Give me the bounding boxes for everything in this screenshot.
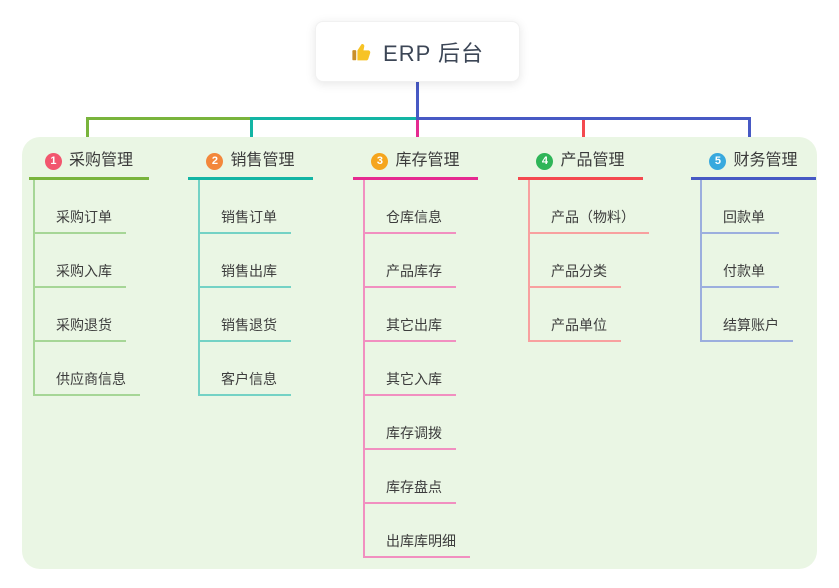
child-label: 产品库存 [386, 263, 442, 280]
child-label: 客户信息 [221, 371, 277, 388]
child-node[interactable]: 销售出库 [200, 234, 291, 288]
branch-title: 销售管理 [230, 152, 295, 169]
child-node[interactable]: 库存调拨 [365, 396, 456, 450]
child-node[interactable]: 产品库存 [365, 234, 456, 288]
child-label: 销售出库 [221, 263, 277, 280]
root-connector-line [416, 82, 419, 120]
drop-line-finance [748, 117, 751, 146]
child-label: 仓库信息 [386, 209, 442, 226]
badge-5: 5 [709, 152, 727, 170]
child-node[interactable]: 产品单位 [530, 288, 621, 342]
branch-children: 采购订单 采购入库 采购退货 供应商信息 [33, 180, 140, 396]
branch-node-finance[interactable]: 5 财务管理 [691, 150, 816, 180]
child-node[interactable]: 采购订单 [35, 180, 126, 234]
child-label: 采购退货 [56, 317, 112, 334]
branch-title: 财务管理 [733, 152, 798, 169]
child-node[interactable]: 其它出库 [365, 288, 456, 342]
child-label: 库存盘点 [386, 479, 442, 496]
child-label: 结算账户 [723, 317, 779, 334]
branch-children: 销售订单 销售出库 销售退货 客户信息 [198, 180, 291, 396]
drop-line-inventory [416, 120, 419, 146]
child-label: 库存调拨 [386, 425, 442, 442]
child-node[interactable]: 回款单 [702, 180, 779, 234]
branch-children: 回款单 付款单 结算账户 [700, 180, 793, 342]
branch-node-purchase[interactable]: 1 采购管理 [29, 150, 149, 180]
child-label: 供应商信息 [56, 371, 126, 388]
branch-title: 库存管理 [395, 152, 460, 169]
thumbs-up-icon [351, 41, 373, 63]
child-node[interactable]: 采购入库 [35, 234, 126, 288]
child-label: 产品（物料） [551, 209, 635, 226]
branch-sales: 2 销售管理 销售订单 销售出库 销售退货 客户信息 [188, 150, 313, 396]
child-label: 其它出库 [386, 317, 442, 334]
badge-1: 1 [44, 152, 62, 170]
root-node[interactable]: ERP 后台 [315, 21, 520, 82]
branch-children: 仓库信息 产品库存 其它出库 其它入库 库存调拨 库存盘点 出库库明细 [363, 180, 470, 558]
child-node[interactable]: 付款单 [702, 234, 779, 288]
branch-children: 产品（物料） 产品分类 产品单位 [528, 180, 649, 342]
child-label: 出库库明细 [386, 533, 456, 550]
child-node[interactable]: 产品（物料） [530, 180, 649, 234]
bus-line-finance [416, 117, 751, 120]
mindmap-panel [22, 137, 817, 569]
child-label: 销售订单 [221, 209, 277, 226]
child-node[interactable]: 出库库明细 [365, 504, 470, 558]
branch-title: 采购管理 [68, 152, 133, 169]
drop-line-purchase [86, 117, 89, 146]
branch-node-sales[interactable]: 2 销售管理 [188, 150, 313, 180]
badge-4: 4 [536, 152, 554, 170]
child-label: 产品单位 [551, 317, 607, 334]
child-node[interactable]: 销售退货 [200, 288, 291, 342]
child-node[interactable]: 销售订单 [200, 180, 291, 234]
branch-purchase: 1 采购管理 采购订单 采购入库 采购退货 供应商信息 [29, 150, 149, 396]
child-node[interactable]: 供应商信息 [35, 342, 140, 396]
child-label: 采购订单 [56, 209, 112, 226]
badge-3: 3 [371, 152, 389, 170]
child-node[interactable]: 产品分类 [530, 234, 621, 288]
branch-node-inventory[interactable]: 3 库存管理 [353, 150, 478, 180]
branch-product: 4 产品管理 产品（物料） 产品分类 产品单位 [518, 150, 649, 342]
child-label: 销售退货 [221, 317, 277, 334]
child-label: 采购入库 [56, 263, 112, 280]
branch-finance: 5 财务管理 回款单 付款单 结算账户 [691, 150, 816, 342]
child-node[interactable]: 库存盘点 [365, 450, 456, 504]
drop-line-sales [250, 117, 253, 146]
branch-title: 产品管理 [560, 152, 625, 169]
child-node[interactable]: 采购退货 [35, 288, 126, 342]
child-label: 产品分类 [551, 263, 607, 280]
child-node[interactable]: 仓库信息 [365, 180, 456, 234]
child-label: 其它入库 [386, 371, 442, 388]
branch-node-product[interactable]: 4 产品管理 [518, 150, 643, 180]
child-node[interactable]: 客户信息 [200, 342, 291, 396]
bus-line-purchase [86, 117, 253, 120]
child-node[interactable]: 结算账户 [702, 288, 793, 342]
badge-2: 2 [206, 152, 224, 170]
child-label: 付款单 [723, 263, 765, 280]
bus-line-sales [250, 117, 419, 120]
drop-line-product [582, 120, 585, 146]
child-node[interactable]: 其它入库 [365, 342, 456, 396]
child-label: 回款单 [723, 209, 765, 226]
root-label: ERP 后台 [383, 40, 484, 66]
branch-inventory: 3 库存管理 仓库信息 产品库存 其它出库 其它入库 库存调拨 库存盘点 出库库… [353, 150, 478, 558]
